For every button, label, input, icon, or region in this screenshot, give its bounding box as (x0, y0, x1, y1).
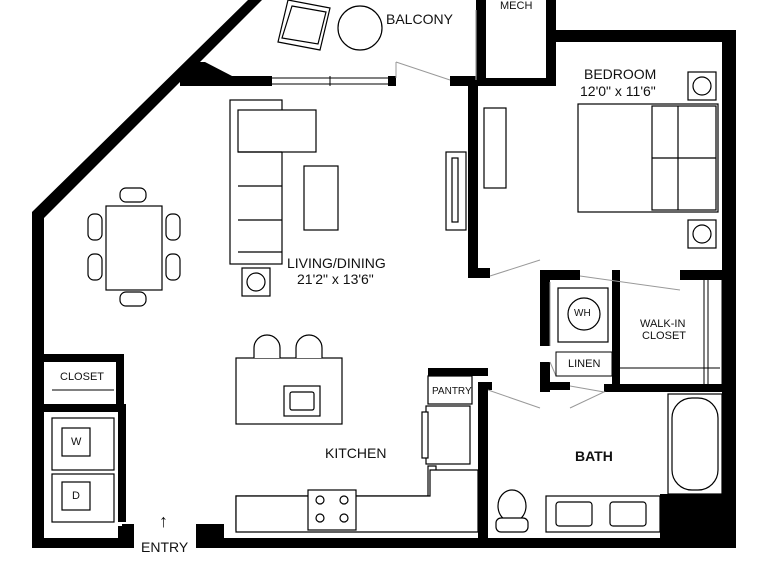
bedroom-west-wall-stub (468, 268, 490, 278)
south-wall-left (32, 538, 134, 548)
mech-wall-bottom (476, 78, 556, 86)
laundry (51, 417, 115, 523)
balcony-corner (180, 62, 232, 76)
exterior-walls (32, 0, 736, 548)
living-north-wall-right (450, 76, 486, 86)
coffee-table (303, 165, 339, 231)
water-heater (557, 287, 609, 343)
closet-bottom-wall (44, 404, 124, 412)
diagonal-wall (32, 0, 262, 360)
wh-west-wall (540, 270, 550, 346)
entry-arrow-icon: ↑ (159, 511, 168, 531)
bath-north-wall-stub (478, 382, 492, 390)
bedroom-label: BEDROOM (584, 66, 657, 82)
living-north-wall-left (180, 76, 272, 86)
toilet (497, 489, 527, 523)
dining-set (87, 187, 181, 307)
wh-west-wall-low (540, 362, 550, 392)
bedroom-dims: 12'0" x 11'6" (580, 83, 656, 99)
walk-in-label-2: CLOSET (642, 330, 687, 342)
closet-top-wall (44, 354, 124, 362)
laundry-right-wall (118, 404, 126, 522)
living-dining-label: LIVING/DINING (287, 255, 386, 271)
balcony-label: BALCONY (386, 11, 453, 27)
interior-walls (44, 86, 726, 548)
mech-label: MECH (500, 0, 533, 12)
dryer-label: D (72, 490, 80, 502)
range (307, 489, 357, 531)
kitchen-label: KITCHEN (325, 445, 387, 461)
entry-label: ENTRY (141, 539, 189, 555)
balcony-chair (277, 0, 331, 51)
linen-label: LINEN (568, 358, 601, 370)
closet-right-wall (116, 354, 124, 412)
door-swings (487, 259, 681, 409)
bath-west-wall (478, 382, 488, 538)
bath-corner-block (660, 494, 736, 548)
bedroom-west-wall (468, 86, 478, 276)
linen-bottom-wall (540, 382, 570, 390)
dining-table (105, 205, 163, 291)
mech-wall-left (476, 0, 486, 86)
living-furniture (229, 99, 467, 297)
walk-in-label-1: WALK-IN (640, 318, 686, 330)
dresser (483, 107, 507, 189)
balcony-furniture (277, 0, 477, 80)
walk-in-west-wall (612, 270, 620, 388)
linen-shelf (555, 351, 613, 377)
bedroom-south-wall (540, 270, 580, 280)
closet-label: CLOSET (60, 371, 105, 383)
bath-label: BATH (575, 448, 613, 464)
bedroom-north-wall (548, 30, 736, 42)
east-wall (722, 30, 736, 548)
pantry-wall-top (428, 368, 488, 376)
entry-jamb-left (122, 524, 134, 544)
wh-label: WH (574, 308, 591, 319)
bath-fixtures (495, 393, 723, 533)
balcony-door (395, 61, 451, 81)
refrigerator (425, 405, 471, 465)
mech-wall-right (546, 0, 556, 86)
entry-jamb-right (196, 524, 224, 548)
living-dining-dims: 21'2" x 13'6" (297, 271, 374, 287)
south-wall-right (196, 538, 736, 548)
living-north-wall-mid (388, 76, 396, 86)
pantry-label: PANTRY (432, 386, 472, 397)
windows (272, 30, 723, 384)
west-wall (32, 212, 44, 548)
walk-in-south-wall (604, 384, 726, 392)
pantry (427, 375, 473, 405)
bedroom-south-wall-right (680, 270, 726, 280)
bedroom-furniture (483, 71, 719, 249)
washer-label: W (71, 436, 82, 448)
kitchen-fixtures (235, 334, 479, 533)
balcony-table (337, 5, 383, 51)
